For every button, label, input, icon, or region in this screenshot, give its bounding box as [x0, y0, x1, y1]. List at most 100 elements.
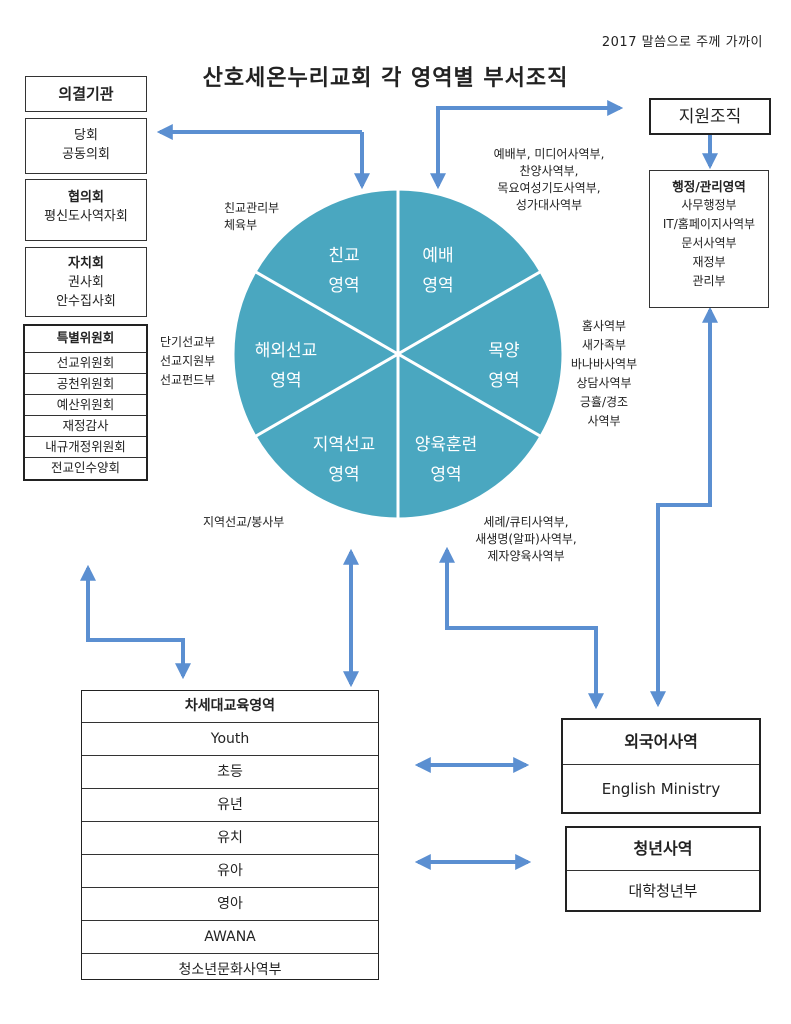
arrow-admin-to-foreign — [650, 306, 718, 708]
arrow-pie-to-foreign — [439, 546, 604, 710]
special-item: 선교위원회 — [25, 352, 146, 373]
selfgov-box: 자치회 권사회 안수집사회 — [25, 247, 147, 317]
next-gen-item: 영아 — [82, 887, 378, 920]
overseas-depts: 단기선교부 선교지원부 선교펀드부 — [160, 333, 215, 390]
dept-label: 성가대사역부 — [515, 198, 583, 212]
foreign-header: 외국어사역 — [624, 732, 698, 751]
fellowship-depts: 친교관리부 체육부 — [224, 200, 279, 234]
youth-adult-box: 청년사역 대학청년부 — [565, 826, 761, 912]
dept-label: 찬양사역부, — [519, 164, 579, 178]
pie-wedge — [396, 187, 543, 357]
youth-adult-header: 청년사역 — [633, 839, 693, 858]
segment-label: 양육훈련 — [414, 435, 478, 455]
pie-wedge — [394, 269, 565, 439]
segment-label: 목양 — [488, 341, 520, 361]
youth-adult-item: 대학청년부 — [567, 870, 759, 911]
arrow-pie-to-support — [430, 100, 624, 190]
council-header: 협의회 — [68, 190, 104, 205]
worship-depts: 예배부, 미디어사역부, 찬양사역부, 목요여성기도사역부, 성가대사역부 — [474, 146, 624, 214]
segment-pastoral: 목양 영역 — [464, 336, 544, 396]
admin-item: 관리부 — [692, 274, 726, 288]
foreign-box: 외국어사역 English Ministry — [561, 718, 761, 814]
segment-label: 영역 — [422, 276, 454, 296]
next-gen-item: 유치 — [82, 821, 378, 854]
dept-label: 단기선교부 — [160, 335, 216, 349]
segment-label: 친교 — [328, 246, 360, 266]
decision-item: 공동의회 — [62, 147, 110, 162]
pastoral-depts: 홈사역부 새가족부 바나바사역부 상담사역부 긍휼/경조 사역부 — [556, 317, 652, 431]
council-box: 협의회 평신도사역자회 — [25, 179, 147, 241]
nurture-depts: 세례/큐티사역부, 새생명(알파)사역부, 제자양육사역부 — [458, 514, 594, 565]
segment-worship: 예배 영역 — [398, 241, 478, 301]
decision-header: 의결기관 — [25, 76, 147, 112]
header-tag: 2017 말씀으로 주께 가까이 — [601, 35, 763, 50]
admin-item: 문서사역부 — [681, 236, 737, 250]
next-gen-item: 유년 — [82, 788, 378, 821]
segment-label: 영역 — [270, 371, 302, 391]
pie-wedge — [231, 269, 402, 439]
admin-box: 행정/관리영역 사무행정부 IT/홈페이지사역부 문서사역부 재정부 관리부 — [649, 170, 769, 308]
dept-label: 사역부 — [587, 414, 621, 428]
special-item: 내규개정위원회 — [25, 436, 146, 457]
dept-label: 긍휼/경조 — [579, 395, 629, 409]
dept-label: 지역선교/봉사부 — [203, 515, 285, 529]
admin-header: 행정/관리영역 — [672, 179, 746, 194]
next-gen-item: Youth — [82, 722, 378, 755]
decision-item: 당회 — [74, 128, 98, 143]
next-gen-item: AWANA — [82, 920, 378, 953]
segment-label: 영역 — [328, 465, 360, 485]
arrow-left-to-nextgen — [80, 564, 191, 680]
pie-wedge — [253, 351, 400, 521]
selfgov-item: 권사회 — [68, 275, 104, 290]
dept-label: 새가족부 — [581, 338, 627, 352]
special-item: 재정감사 — [25, 415, 146, 436]
dept-label: 예배부, 미디어사역부, — [493, 147, 605, 161]
page-title: 산호세온누리교회 각 영역별 부서조직 — [202, 66, 569, 91]
dept-label: 바나바사역부 — [570, 357, 638, 371]
segment-label: 영역 — [328, 276, 360, 296]
segment-fellowship: 친교 영역 — [304, 241, 384, 301]
foreign-item: English Ministry — [563, 764, 759, 813]
special-item: 공천위원회 — [25, 373, 146, 394]
dept-label: 홈사역부 — [581, 319, 627, 333]
dept-label: 목요여성기도사역부, — [497, 181, 601, 195]
dept-label: 제자양육사역부 — [487, 549, 565, 563]
dept-label: 친교관리부 — [224, 201, 280, 215]
pie-wedge — [396, 351, 543, 521]
segment-label: 지역선교 — [312, 435, 376, 455]
pie-wedge — [253, 187, 400, 357]
next-gen-item: 청소년문화사역부 — [82, 953, 378, 986]
admin-item: IT/홈페이지사역부 — [662, 217, 756, 231]
dept-label: 세례/큐티사역부, — [483, 515, 569, 529]
segment-label: 영역 — [430, 465, 462, 485]
segment-nurture: 양육훈련 영역 — [398, 430, 494, 490]
segment-local-mission: 지역선교 영역 — [296, 430, 392, 490]
support-header: 지원조직 — [649, 98, 771, 135]
next-gen-box: 차세대교육영역 Youth 초등 유년 유치 유아 영아 AWANA 청소년문화… — [81, 690, 379, 980]
dept-label: 새생명(알파)사역부, — [475, 532, 577, 546]
decision-box: 당회 공동의회 — [25, 118, 147, 174]
special-item: 예산위원회 — [25, 394, 146, 415]
segment-label: 영역 — [488, 371, 520, 391]
special-header: 특별위원회 — [56, 330, 115, 345]
pie-chart — [231, 187, 565, 521]
segment-overseas-mission: 해외선교 영역 — [238, 336, 334, 396]
council-item: 평신도사역자회 — [44, 209, 128, 224]
next-gen-item: 초등 — [82, 755, 378, 788]
special-committee-box: 특별위원회 선교위원회 공천위원회 예산위원회 재정감사 내규개정위원회 전교인… — [23, 324, 148, 481]
selfgov-item: 안수집사회 — [56, 294, 116, 309]
special-item: 전교인수양회 — [25, 457, 146, 478]
dept-label: 선교펀드부 — [160, 373, 216, 387]
segment-label: 예배 — [422, 246, 454, 266]
selfgov-header: 자치회 — [68, 256, 104, 271]
admin-item: 사무행정부 — [681, 198, 737, 212]
admin-item: 재정부 — [692, 255, 726, 269]
local-depts: 지역선교/봉사부 — [203, 514, 284, 531]
segment-label: 해외선교 — [254, 341, 318, 361]
dept-label: 체육부 — [224, 218, 258, 232]
dept-label: 선교지원부 — [160, 354, 216, 368]
next-gen-item: 유아 — [82, 854, 378, 887]
dept-label: 상담사역부 — [576, 376, 632, 390]
next-gen-header: 차세대교육영역 — [184, 698, 276, 714]
